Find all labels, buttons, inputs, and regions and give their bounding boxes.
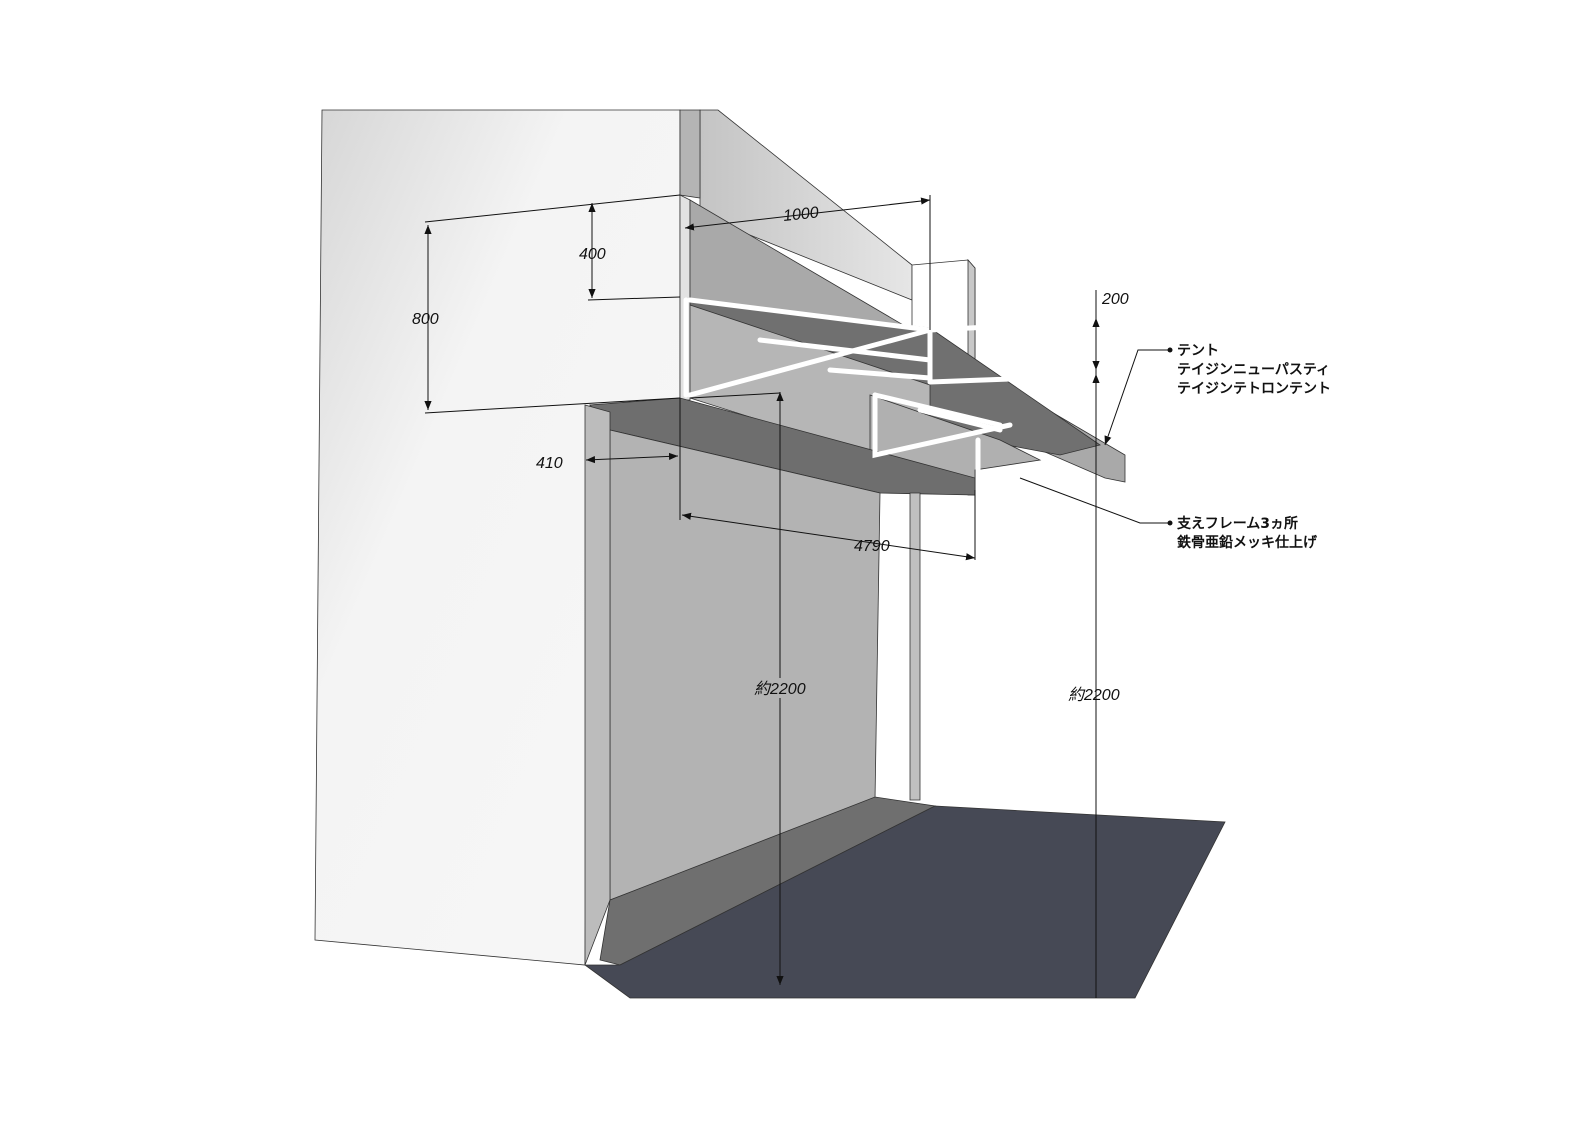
tent-note: テント テイジンニューパスティ テイジンテトロンテント [1177, 343, 1331, 397]
dim-total-height: 800 [412, 311, 439, 328]
dim-valance-height: 400 [579, 246, 606, 263]
support-frame [683, 297, 1093, 496]
frame-note-line: 支えフレーム3ヵ所 [1176, 515, 1298, 532]
frame-note-line: 鉄骨亜鉛メッキ仕上げ [1177, 534, 1318, 551]
dim-awning-depth: 1000 [782, 204, 819, 225]
dim-wall-offset: 410 [536, 455, 563, 472]
frame-leader [1019, 477, 1170, 524]
dimension-lines [424, 194, 1100, 998]
tent-note-line: テイジンテトロンテント [1177, 381, 1331, 397]
tent-note-line: テント [1177, 343, 1219, 359]
right-pillar [909, 492, 921, 801]
frame-note: 支えフレーム3ヵ所 鉄骨亜鉛メッキ仕上げ [1176, 515, 1318, 551]
floor [583, 805, 1226, 999]
tent-leader-dot [1167, 347, 1173, 353]
dim-frame-height: 200 [1101, 291, 1129, 308]
upper-column [679, 109, 701, 199]
tent-leader [1104, 349, 1170, 446]
tent-note-line: テイジンニューパスティ [1177, 362, 1330, 378]
left-pillar [584, 404, 611, 966]
dim-awning-width: 4790 [854, 538, 890, 555]
dim-clearance-right: 約2200 [1068, 686, 1120, 704]
dim-clearance-left: 約2200 [754, 680, 806, 698]
frame-leader-dot [1167, 520, 1173, 526]
